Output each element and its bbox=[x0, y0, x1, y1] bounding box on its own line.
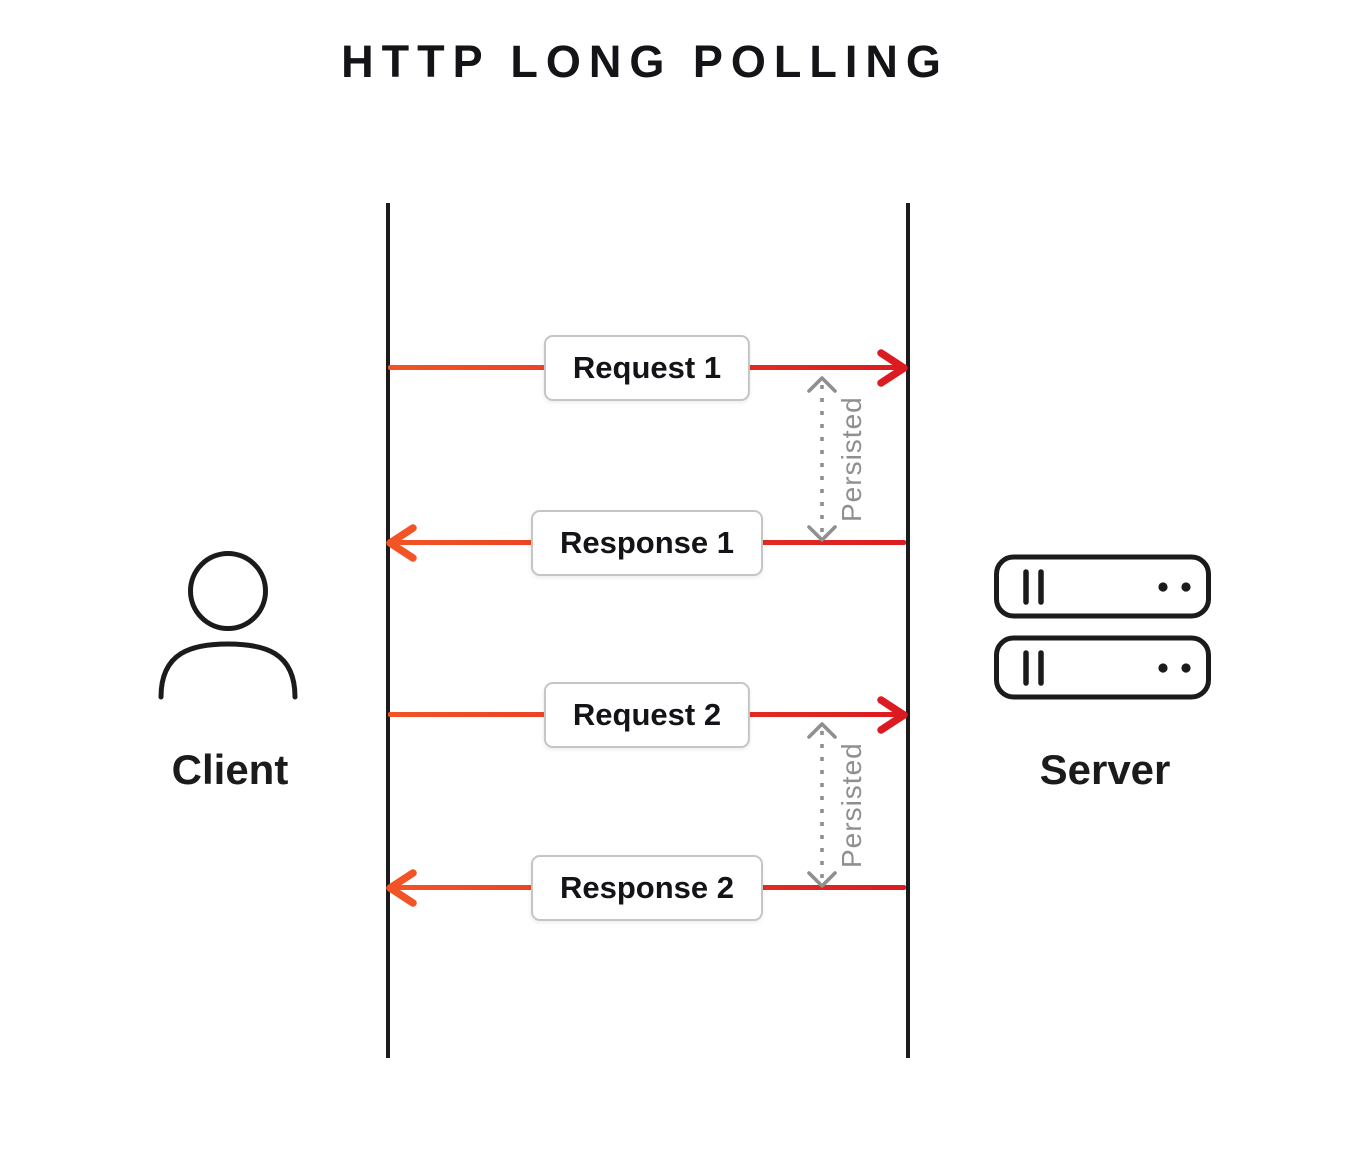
message-request-2: Request 2 bbox=[388, 681, 908, 749]
arrowhead-left-icon bbox=[386, 869, 417, 907]
message-label-box: Request 1 bbox=[543, 335, 751, 401]
client-actor: Client bbox=[110, 545, 350, 805]
persisted-span-2: Persisted bbox=[804, 720, 884, 890]
message-response-2: Response 2 bbox=[386, 854, 906, 922]
server-label: Server bbox=[1039, 746, 1171, 793]
persisted-span-1: Persisted bbox=[804, 374, 884, 544]
arrowhead-right-icon bbox=[877, 349, 908, 387]
message-label-box: Request 2 bbox=[543, 682, 751, 748]
message-response-1: Response 1 bbox=[386, 509, 906, 577]
server-stack-icon bbox=[994, 554, 1211, 700]
arrowhead-right-icon bbox=[877, 696, 908, 734]
message-label-box: Response 2 bbox=[530, 855, 764, 921]
server-actor: Server bbox=[985, 553, 1225, 813]
message-request-1: Request 1 bbox=[388, 334, 908, 402]
client-label: Client bbox=[171, 746, 289, 793]
message-label-box: Response 1 bbox=[530, 510, 764, 576]
dashed-double-arrow-icon bbox=[807, 376, 837, 542]
person-icon bbox=[158, 551, 298, 700]
client-lifeline bbox=[386, 203, 390, 1058]
persisted-label: Persisted bbox=[836, 396, 867, 522]
persisted-label: Persisted bbox=[836, 742, 867, 868]
dashed-double-arrow-icon bbox=[807, 722, 837, 888]
page-title: HTTP LONG POLLING bbox=[341, 36, 949, 87]
server-lifeline bbox=[906, 203, 910, 1058]
arrowhead-left-icon bbox=[386, 524, 417, 562]
